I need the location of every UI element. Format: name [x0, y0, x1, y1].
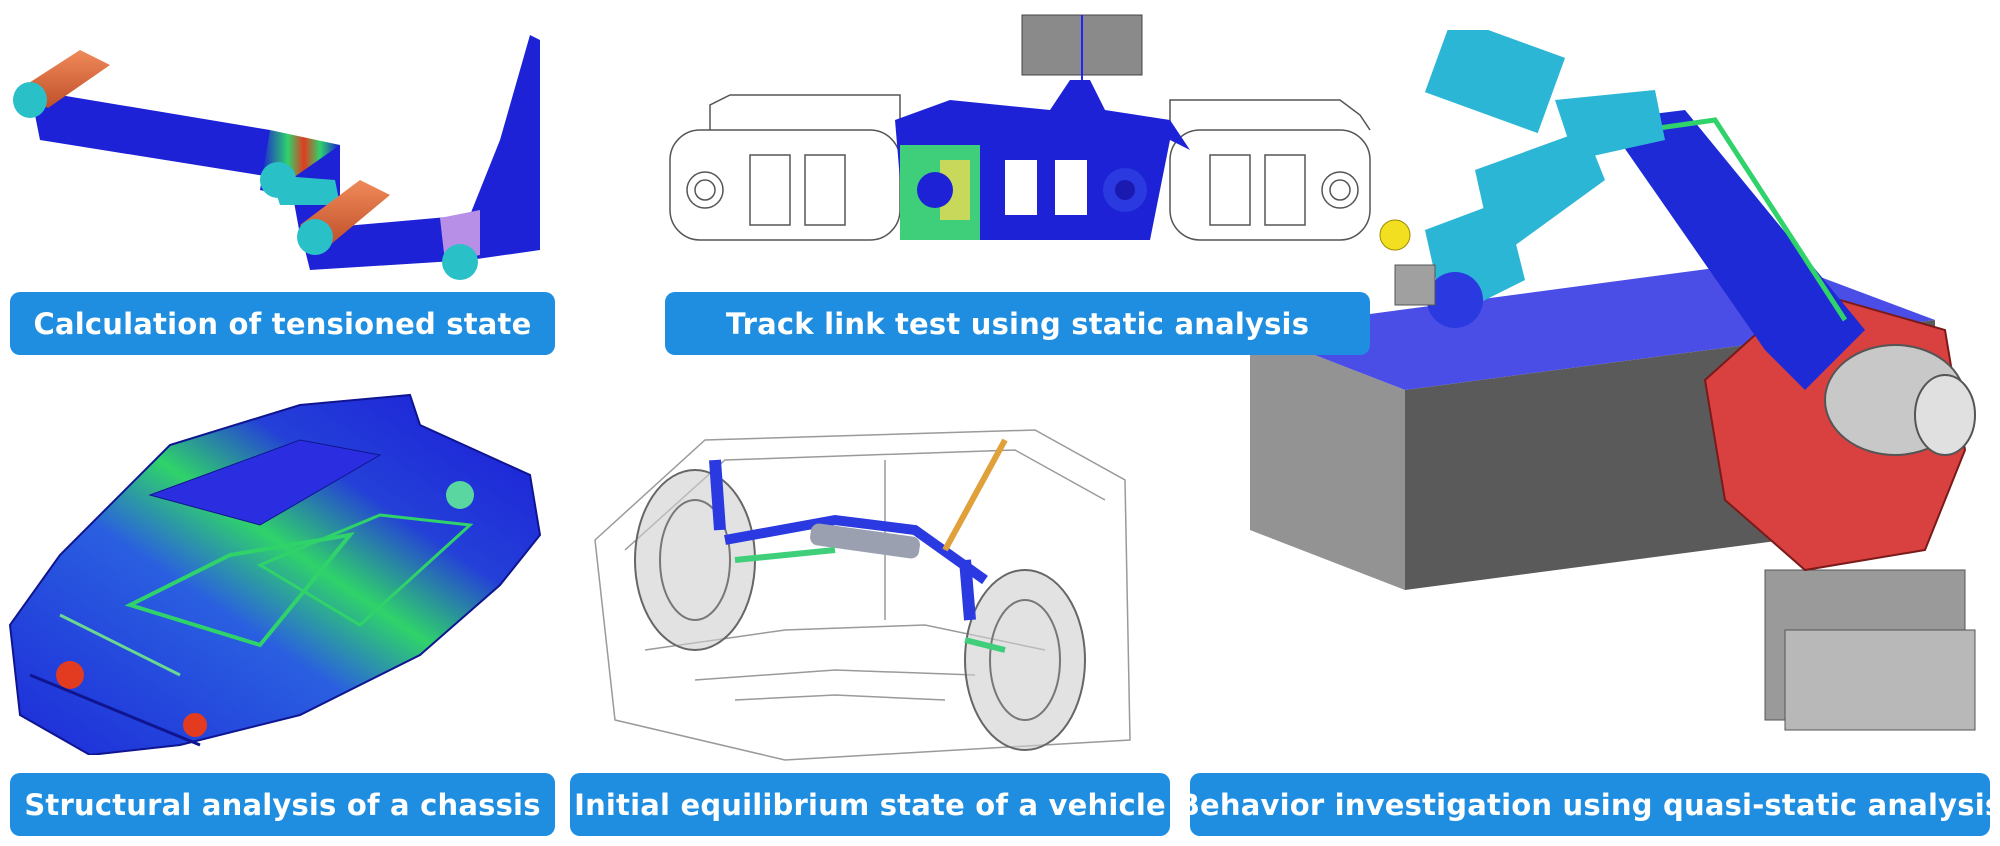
caption-vehicle-equilibrium: Initial equilibrium state of a vehicle	[570, 773, 1170, 836]
roller-1	[13, 50, 110, 118]
caption-track-link-test: Track link test using static analysis	[665, 292, 1370, 355]
chassis-graphic	[8, 393, 542, 755]
robot-arm-image	[1245, 30, 2000, 770]
tensioned-strip-graphic	[13, 35, 540, 280]
track-link-graphic	[669, 14, 1371, 241]
roller-3	[297, 180, 390, 255]
robot-base	[1703, 288, 1976, 731]
analysed-link	[895, 80, 1190, 240]
tensioned-strip-image	[0, 30, 560, 280]
track-outline	[669, 94, 1371, 241]
track-link-image	[650, 10, 1380, 260]
right-wheel	[964, 569, 1086, 751]
vehicle-suspension-image	[585, 420, 1135, 765]
chassis-image	[0, 385, 560, 755]
robot-arm	[1379, 30, 1865, 390]
caption-quasi-static-behavior: Behavior investigation using quasi-stati…	[1178, 773, 2000, 836]
suspension-assembly	[709, 438, 1008, 653]
caption-tensioned-state: Calculation of tensioned state	[10, 292, 555, 355]
caption-chassis-analysis: Structural analysis of a chassis	[10, 773, 555, 836]
roller-2	[260, 162, 340, 205]
vehicle-suspension-graphic	[594, 429, 1131, 761]
robot-arm-graphic	[1250, 30, 1976, 731]
